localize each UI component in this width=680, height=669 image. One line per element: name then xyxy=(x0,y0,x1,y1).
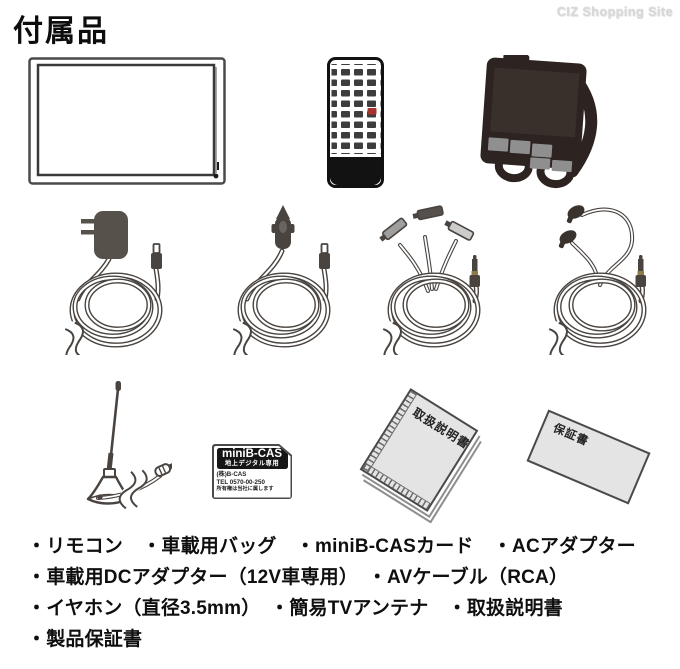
remote-control-illustration xyxy=(327,57,384,188)
minibcas-card-note: 所有権は当社に属します xyxy=(216,486,274,493)
manual-page-edge-left xyxy=(362,390,418,473)
minibcas-card-company: (株)B-CAS xyxy=(216,471,247,479)
ac-adapter-icon xyxy=(64,211,163,355)
ac-adapter-illustration xyxy=(54,197,179,355)
minibcas-card-subtitle: 地上デジタル専用 xyxy=(224,460,280,467)
warranty-illustration: 保証書 xyxy=(526,409,651,505)
accessory-list-line-3: ・イヤホン（直径3.5mm） ・簡易TVアンテナ ・取扱説明書 xyxy=(27,598,563,619)
accessory-list-line-4: ・製品保証書 xyxy=(27,629,143,650)
monitor-illustration xyxy=(28,57,226,185)
watermark: CIZ Shopping Site xyxy=(556,5,673,19)
earphone-illustration xyxy=(538,197,663,355)
car-bag-icon xyxy=(480,55,598,189)
minibcas-card-title: miniB-CAS xyxy=(221,447,283,460)
dc-adapter-icon xyxy=(232,205,331,355)
car-bag-illustration xyxy=(477,55,608,192)
manual-title: 取扱説明書 xyxy=(409,405,473,452)
minibcas-card-face: miniB-CAS 地上デジタル専用 (株)B-CAS TEL 0570-00-… xyxy=(213,445,291,498)
dc-adapter-illustration xyxy=(222,197,347,355)
manual-illustration: 取扱説明書 xyxy=(359,388,479,512)
manual-page-edge-bottom xyxy=(362,462,431,510)
av-cable-illustration xyxy=(372,197,497,355)
minibcas-card-illustration: miniB-CAS 地上デジタル専用 (株)B-CAS TEL 0570-00-… xyxy=(212,444,292,499)
tv-antenna-illustration xyxy=(24,377,172,519)
accessory-list-line-1: ・リモコン ・車載用バッグ ・miniB-CASカード ・ACアダプター xyxy=(27,536,636,557)
minibcas-card-band: miniB-CAS 地上デジタル専用 xyxy=(216,447,288,470)
page-title: 付属品 xyxy=(13,15,109,48)
av-cable-icon xyxy=(379,205,481,355)
warranty-title: 保証書 xyxy=(551,422,591,449)
minibcas-card-tel: TEL 0570-00-250 xyxy=(216,478,265,486)
accessory-list: ・リモコン ・車載用バッグ ・miniB-CASカード ・ACアダプター ・車載… xyxy=(27,531,636,655)
earphone-icon xyxy=(548,205,647,355)
remote-control-icon xyxy=(327,57,384,188)
accessory-list-line-2: ・車載用DCアダプター（12V車専用） ・AVケーブル（RCA） xyxy=(27,567,569,588)
monitor-icon xyxy=(28,57,226,185)
tv-antenna-icon xyxy=(86,381,172,512)
